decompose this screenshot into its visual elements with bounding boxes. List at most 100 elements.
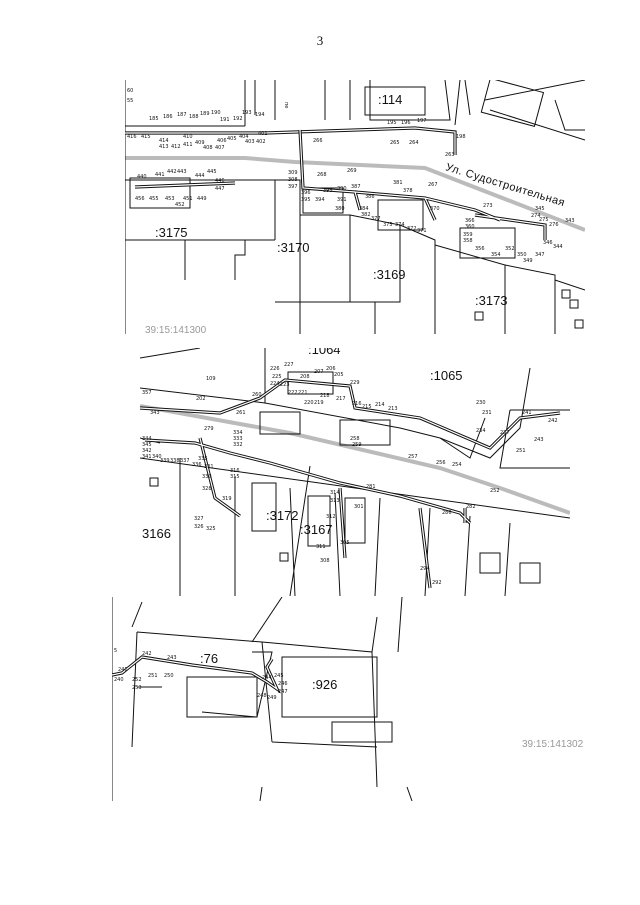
point-label: 243 [534,437,544,443]
point-label: 342 [142,448,152,454]
point-label: 224 [270,381,280,387]
point-label: 215 [362,404,372,410]
point-label: 198 [456,134,466,140]
parcel-label-114: :114 [378,92,402,107]
parcel-label-3175: :3175 [155,225,188,240]
point-label: 360 [465,224,475,230]
point-label: 267 [428,182,438,188]
point-label: 344 [553,244,563,250]
point-label: 412 [171,144,181,150]
point-label: 312 [326,514,336,520]
parcel-label-3170: :3170 [277,240,310,255]
point-label: 251 [148,673,158,679]
point-label: 390 [337,186,347,192]
point-label: 445 [207,169,217,175]
point-label: 275 [539,217,549,223]
point-label: 189 [200,111,210,117]
point-labels-right: 195 196 197 198 263 264 265 266 267 268 … [313,118,466,188]
point-label: 294 [420,566,430,572]
point-label: 195 [387,120,397,126]
point-label: 216 [352,401,362,407]
point-label: 377 [371,216,381,222]
page-number: 3 [316,33,324,48]
point-label: 347 [535,252,545,258]
point-label: 327 [194,516,204,522]
point-label: 187 [177,112,187,118]
point-label: 192 [233,116,243,122]
point-label: 226 [270,366,280,372]
point-label: 335 [198,456,208,462]
point-label: 409 [195,140,205,146]
point-label: 276 [549,222,559,228]
edge-label: 55 [127,98,133,104]
point-label: 229 [350,380,360,386]
point-label: 185 [149,116,159,122]
point-label: 405 [227,136,237,142]
point-label: 337 [180,458,190,464]
point-label: 316 [230,468,240,474]
point-label: 446 [215,178,225,184]
point-label: 273 [483,203,493,209]
coordinate-label: 39:15:141300 [145,325,207,334]
point-label: 381 [393,180,403,186]
point-label: 286 [442,510,452,516]
point-label: 344 [142,436,152,442]
point-label: 401 [258,131,268,137]
point-label: 397 [288,184,298,190]
point-label: 282 [466,504,476,510]
point-label: 352 [505,246,515,252]
point-label: 225 [272,374,282,380]
point-label: 205 [334,372,344,378]
street-name-label: Ул. Судостроительная [444,161,566,209]
point-label: 386 [365,194,375,200]
point-label: 410 [183,134,193,140]
point-label: 269 [347,168,357,174]
point-label: 331 [204,464,214,470]
point-label: 259 [352,442,362,448]
point-label: 301 [354,504,364,510]
point-label: 354 [491,252,501,258]
point-label: 380 [335,206,345,212]
point-label: 394 [315,197,325,203]
point-label: 443 [177,169,187,175]
point-label: 219 [314,400,324,406]
point-label: 186 [163,114,173,120]
point-label: 374 [395,222,405,228]
point-label: 279 [204,426,214,432]
buildings [186,656,393,743]
point-label: 222 [288,390,298,396]
point-label: 265 [390,140,400,146]
point-label: 237 [500,430,510,436]
point-label: 247 [278,689,288,695]
cadastral-map-fragment-3: :76 :926 5 39:15:141302 240 241 242 243 … [112,597,598,801]
point-label: 188 [189,114,199,120]
point-label: 449 [197,196,207,202]
point-label: 196 [401,120,411,126]
point-label: 249 [267,695,277,701]
point-label: 202 [196,396,206,402]
point-label: 325 [206,526,216,532]
point-labels-left: 343 344 345 342 341 340 339 338 337 336 … [142,410,476,586]
point-label: 248 [257,693,267,699]
point-label: 109 [206,376,216,382]
point-labels-block-mid: 309 308 397 396 395 394 393 391 390 387 … [288,170,440,234]
point-label: 315 [230,474,240,480]
side-text-label: пе [283,102,289,108]
cadastral-map-fragment-2: :1065 :3172 :3167 3166 :1064 357 109 202… [140,348,570,596]
point-label: 406 [217,138,227,144]
point-label: 246 [278,681,288,687]
point-label: 305 [340,540,350,546]
point-labels-block-right: 273 274 275 276 343 344 345 346 347 349 … [463,203,575,264]
point-label: 371 [417,228,427,234]
point-label: 251 [516,448,526,454]
pipeline-network [112,655,281,694]
point-label: 375 [383,222,393,228]
point-label: 396 [301,190,311,196]
point-label: 314 [330,490,340,496]
point-label: 234 [476,428,486,434]
point-label: 384 [359,206,369,212]
point-label: 395 [301,197,311,203]
point-label: 252 [132,677,142,683]
point-label: 221 [298,390,308,396]
parcel-label-3166: 3166 [142,526,171,541]
